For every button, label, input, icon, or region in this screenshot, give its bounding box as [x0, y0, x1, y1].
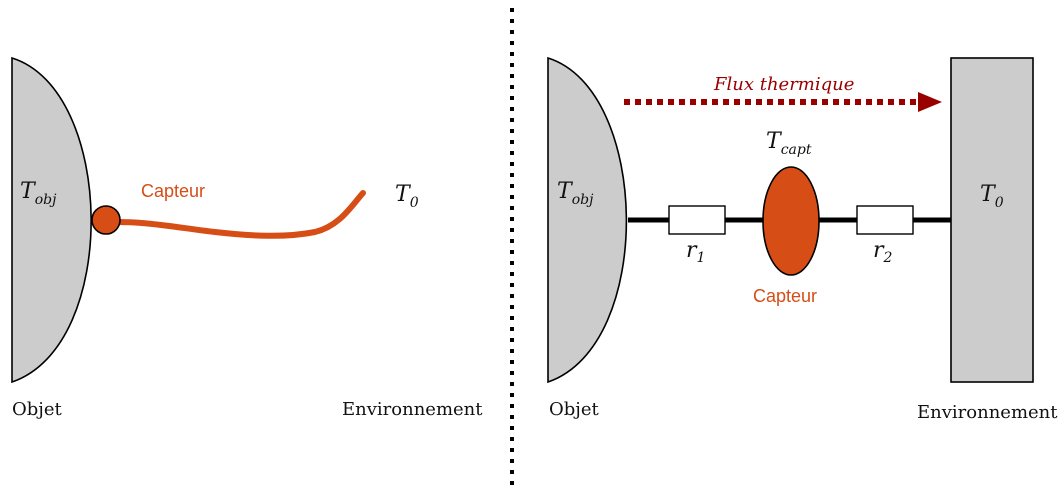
left-sensor-dot	[91, 205, 121, 235]
right-env-temp: T0	[980, 182, 1004, 211]
heat-flux-arrowhead	[918, 92, 942, 112]
left-panel: Tobj Capteur T0 Objet Environnement	[11, 56, 483, 420]
left-sensor-label: Capteur	[141, 181, 205, 201]
right-environment-label: Environnement	[917, 402, 1058, 423]
environment-block	[950, 57, 1034, 383]
resistor-r1	[668, 205, 726, 235]
resistor-r1-label: r1	[686, 238, 705, 266]
left-env-temp: T0	[395, 182, 419, 211]
right-object-shape	[547, 56, 628, 384]
right-object-temp: Tobj	[557, 179, 594, 208]
right-panel: Tobj T0 r1 r2 Tcapt Capteur Flux thermiq…	[547, 56, 1058, 423]
sensor-temp: Tcapt	[766, 129, 812, 158]
left-object-temp: Tobj	[20, 179, 57, 208]
right-sensor-node	[762, 166, 820, 276]
flux-label: Flux thermique	[713, 74, 854, 95]
resistor-r2-label: r2	[873, 238, 893, 266]
left-object-shape	[11, 56, 92, 384]
left-sensor-wire	[115, 190, 366, 239]
right-object-label: Objet	[549, 399, 600, 420]
resistor-r2	[856, 205, 914, 235]
left-environment-label: Environnement	[342, 399, 483, 420]
left-object-label: Objet	[12, 399, 63, 420]
right-sensor-label: Capteur	[753, 286, 817, 306]
